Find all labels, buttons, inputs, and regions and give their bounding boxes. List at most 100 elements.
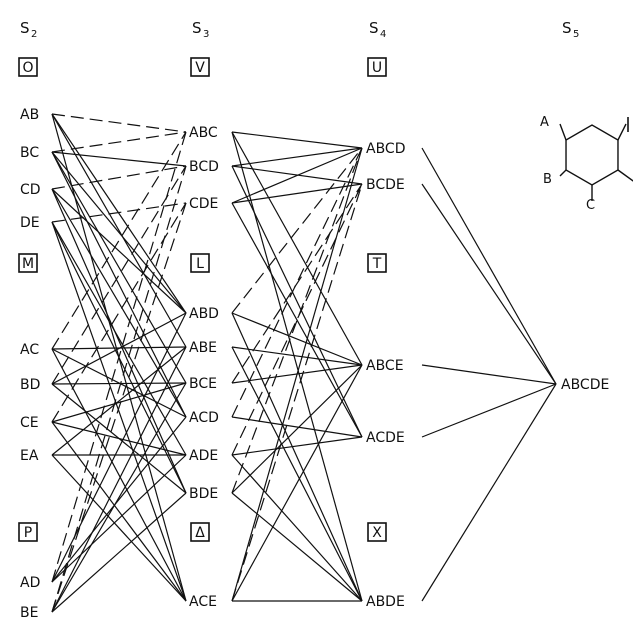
solid-edge-bcd-acde — [231, 165, 363, 438]
ring-bond-5 — [617, 169, 633, 182]
node-abce: ABCE — [366, 358, 404, 374]
group-box-frame — [367, 522, 387, 542]
solid-edge-ad-ade — [51, 454, 187, 583]
solid-edge-abc-abce — [231, 131, 363, 366]
solid-edge-abd-abce — [231, 312, 363, 366]
dashed-edge-cd-bcd — [51, 165, 187, 190]
node-backing-abe — [187, 338, 218, 355]
solid-edge-bcde-abcde — [421, 183, 557, 385]
node-backing-ade — [187, 446, 218, 463]
group-box-label: P — [24, 525, 32, 541]
ring-bond-1 — [559, 123, 567, 141]
solid-edge-ea-ace — [51, 454, 187, 602]
group-box-frame — [18, 253, 38, 273]
node-ade: ADE — [189, 448, 218, 464]
solid-edge-bde-abce — [231, 364, 363, 494]
solid-edge-bcd-abcd — [231, 147, 363, 167]
node-backing-bcd — [187, 157, 218, 174]
column-heading-letter: S — [192, 19, 202, 37]
solid-edge-ace-abcd — [231, 147, 363, 602]
node-backing-ea — [18, 446, 40, 463]
group-box-u: U — [367, 57, 387, 77]
solid-edge-cd-abd — [51, 188, 187, 314]
node-bcd: BCD — [189, 159, 219, 175]
node-backing-ad — [18, 573, 40, 590]
node-bd: BD — [20, 377, 40, 393]
dashed-edge-bde-abcd — [231, 147, 363, 494]
ring-substituent-a: A — [540, 115, 549, 130]
solid-edge-ab-abe — [51, 113, 187, 348]
group-box-delta: Δ — [190, 522, 210, 542]
group-box-frame — [190, 253, 210, 273]
solid-edge-bde-abde — [231, 492, 363, 602]
node-backing-abde — [364, 592, 404, 609]
solid-edge-acd-acde — [231, 416, 363, 438]
node-de: DE — [20, 215, 40, 231]
group-box-p: P — [18, 522, 38, 542]
node-backing-acde — [364, 428, 404, 445]
node-bce: BCE — [189, 376, 217, 392]
solid-edge-ad-abd — [51, 312, 187, 583]
node-abde: ABDE — [366, 594, 405, 610]
group-box-v: V — [190, 57, 210, 77]
node-abcde: ABCDE — [561, 377, 609, 393]
ring-bond-2 — [559, 169, 567, 177]
group-box-t: T — [367, 253, 387, 273]
solid-edge-ad-acd — [51, 416, 187, 583]
solid-edge-ce-ace — [51, 421, 187, 602]
solid-edge-ab-abd — [51, 113, 187, 314]
dashed-edge-ade-bcde — [231, 183, 363, 456]
node-backing-ce — [18, 413, 40, 430]
node-abcd: ABCD — [366, 141, 406, 157]
ring-bond-4 — [617, 123, 627, 141]
group-box-frame — [18, 522, 38, 542]
solid-edge-abd-abde — [231, 312, 363, 602]
dashed-edge-ac-abc — [51, 131, 187, 350]
solid-edge-cd-acd — [51, 188, 187, 418]
solid-edge-cd-bde — [51, 188, 187, 494]
dashed-edge-bc-abc — [51, 131, 187, 153]
dashed-edge-ab-abc — [51, 113, 187, 133]
column-heading-subscript: 5 — [573, 29, 579, 40]
group-box-frame — [190, 522, 210, 542]
node-backing-abce — [364, 356, 404, 373]
node-ea: EA — [20, 448, 39, 464]
group-box-label: V — [195, 60, 205, 76]
solid-edge-abce-abcde — [421, 364, 557, 385]
solid-edge-ace-abce — [231, 364, 363, 602]
dashed-edge-abd-abcd — [231, 147, 363, 314]
node-backing-ace — [187, 592, 218, 609]
node-backing-bd — [18, 375, 40, 392]
solid-edge-bc-abd — [51, 151, 187, 314]
ring-hexagon — [565, 124, 619, 186]
node-abe: ABE — [189, 340, 217, 356]
column-heading-letter: S — [369, 19, 379, 37]
solid-edge-bc-bce — [51, 151, 187, 384]
node-backing-abd — [187, 304, 218, 321]
dashed-edge-bd-bcd — [51, 165, 187, 385]
solid-edge-abe-abde — [231, 346, 363, 602]
node-bde: BDE — [189, 486, 218, 502]
group-box-label: M — [22, 256, 34, 272]
dashed-edge-be-cde — [51, 202, 187, 613]
node-abc: ABC — [189, 125, 218, 141]
node-backing-bcde — [364, 175, 404, 192]
ring-substituent-b: B — [543, 172, 552, 187]
node-backing-acd — [187, 408, 218, 425]
solid-edge-de-bde — [51, 221, 187, 494]
solid-edge-abc-abcd — [231, 131, 363, 149]
node-backing-ab — [18, 105, 40, 122]
solid-edge-acde-abcde — [421, 383, 557, 438]
group-box-frame — [18, 57, 38, 77]
node-cde: CDE — [189, 196, 218, 212]
edge-layer — [51, 113, 557, 613]
solid-edge-bd-abd — [51, 312, 187, 385]
solid-edge-abc-abde — [231, 131, 363, 602]
node-backing-ac — [18, 340, 40, 357]
node-backing-abcde — [559, 375, 607, 392]
solid-edge-abde-abcde — [421, 383, 557, 602]
column-heading-letter: S — [562, 19, 572, 37]
